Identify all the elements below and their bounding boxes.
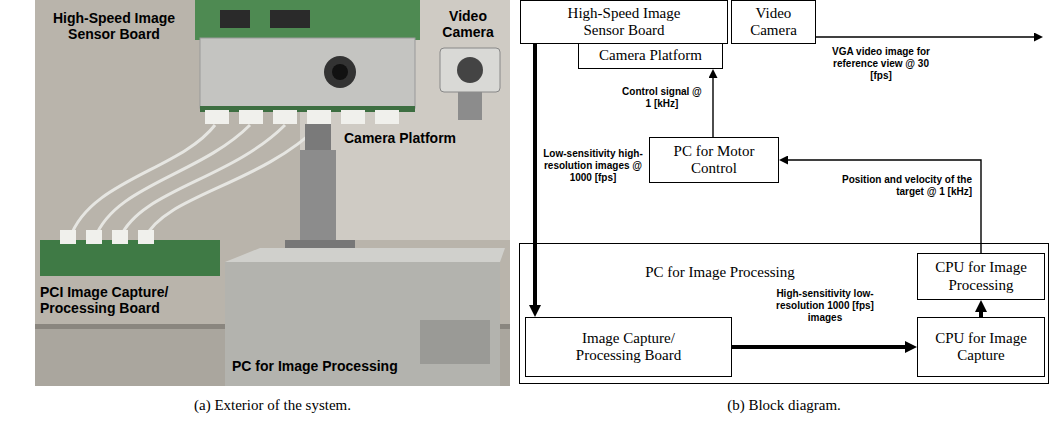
figure-caption: (a) Exterior of the system. xyxy=(35,396,510,414)
lens xyxy=(324,56,356,88)
video-output-arrow xyxy=(816,36,1034,37)
pc-top xyxy=(225,248,505,262)
pc-case xyxy=(225,262,500,386)
platform-bracket xyxy=(305,124,331,150)
connector xyxy=(273,110,297,124)
block-box: Camera Platform xyxy=(578,43,723,69)
chip xyxy=(270,10,310,28)
block-box: Image Capture/ Processing Board xyxy=(525,317,732,377)
connector xyxy=(375,110,399,124)
pci-board xyxy=(40,240,220,276)
photo-callout: High-Speed Image Sensor Board xyxy=(34,10,194,42)
block-box: Video Camera xyxy=(731,0,816,44)
photo-callout: PCI Image Capture/ Processing Board xyxy=(40,284,220,316)
pc-vent xyxy=(420,320,490,364)
block-box: CPU for Image Processing xyxy=(917,253,1045,300)
camera-mount xyxy=(458,92,482,120)
figure-caption: (b) Block diagram. xyxy=(519,396,1049,414)
block-box: High-Speed Image Sensor Board xyxy=(520,0,728,44)
signal-label: Low-sensitivity high-resolution images @… xyxy=(543,148,643,184)
box-label: Camera Platform xyxy=(599,47,702,64)
box-label: Video Camera xyxy=(739,5,809,40)
signal-label: Position and velocity of the target @ 1 … xyxy=(836,174,972,198)
cable xyxy=(120,125,285,238)
connector xyxy=(307,110,331,124)
cable xyxy=(145,125,320,238)
signal-label: High-sensitivity low-resolution 1000 [fp… xyxy=(772,288,878,324)
photo-callout: Video Camera xyxy=(432,8,504,40)
connector-arrow xyxy=(533,44,537,305)
connector-arrow xyxy=(732,345,905,349)
box-label: CPU for Image Capture xyxy=(926,330,1036,365)
block-box: PC for Motor Control xyxy=(649,137,779,183)
group-title: PC for Image Processing xyxy=(620,264,820,281)
signal-label: Control signal @ 1 [kHz] xyxy=(618,86,706,110)
box-label: Image Capture/ Processing Board xyxy=(554,330,704,365)
cable xyxy=(95,125,250,238)
platform-pole xyxy=(300,150,336,242)
photo-callout: Camera Platform xyxy=(344,130,504,146)
photo-background xyxy=(35,0,510,386)
connector xyxy=(205,110,229,124)
connector xyxy=(60,230,76,244)
camera-lens xyxy=(457,57,483,83)
connector-arrow xyxy=(788,160,981,253)
connector xyxy=(341,110,365,124)
signal-label: VGA video image for reference view @ 30 … xyxy=(826,46,936,82)
box-label: High-Speed Image Sensor Board xyxy=(549,5,699,40)
chip xyxy=(220,10,250,28)
connector xyxy=(112,230,128,244)
connector xyxy=(239,110,263,124)
sensor-housing xyxy=(200,38,415,108)
box-label: CPU for Image Processing xyxy=(924,259,1039,294)
video-camera xyxy=(440,48,500,92)
connector-arrow xyxy=(712,78,713,137)
connector xyxy=(138,230,154,244)
photo-callout: PC for Image Processing xyxy=(232,358,452,374)
lens xyxy=(332,64,348,80)
connector xyxy=(86,230,102,244)
box-label: PC for Motor Control xyxy=(659,143,769,178)
sensor-pcb xyxy=(195,0,420,40)
block-box: CPU for Image Capture xyxy=(917,317,1045,377)
